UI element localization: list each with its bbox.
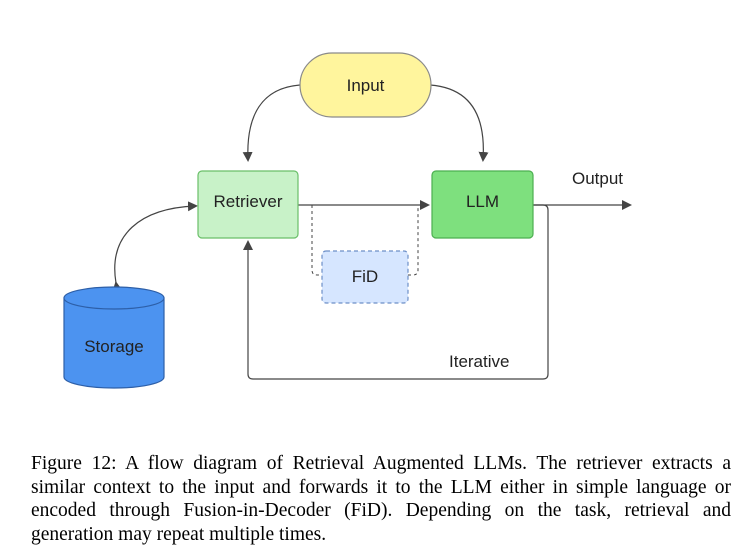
llm-node: LLM [431, 170, 534, 239]
input-node: Input [299, 52, 432, 118]
flow-diagram: Input Retriever LLM FiD Storage Output I… [63, 52, 632, 389]
edge-iterative-loop [243, 204, 549, 380]
edge-input-to-retriever [242, 84, 301, 162]
fid-node: FiD [321, 250, 409, 304]
llm-node-shape [431, 170, 534, 239]
iterative-label: Iterative [449, 352, 509, 371]
figure-caption: Figure 12: A flow diagram of Retrieval A… [31, 453, 731, 545]
output-label: Output [572, 169, 623, 188]
retriever-node-shape [197, 170, 299, 239]
retriever-node: Retriever [197, 170, 299, 239]
storage-node: Storage [63, 286, 165, 389]
retriever-node-label: Retriever [214, 192, 283, 211]
edge-storage-retriever [112, 201, 198, 292]
storage-node-label: Storage [84, 337, 144, 356]
edge-fid-llm-dashed [408, 205, 419, 276]
storage-cylinder-top [63, 286, 165, 310]
fid-node-label: FiD [352, 267, 378, 286]
llm-node-label: LLM [466, 192, 499, 211]
input-node-label: Input [347, 76, 385, 95]
edge-input-to-llm [429, 84, 489, 162]
fid-node-shape [321, 250, 409, 304]
storage-cylinder-body [63, 298, 165, 389]
edge-retriever-fid-dashed [311, 205, 322, 276]
input-node-shape [299, 52, 432, 118]
